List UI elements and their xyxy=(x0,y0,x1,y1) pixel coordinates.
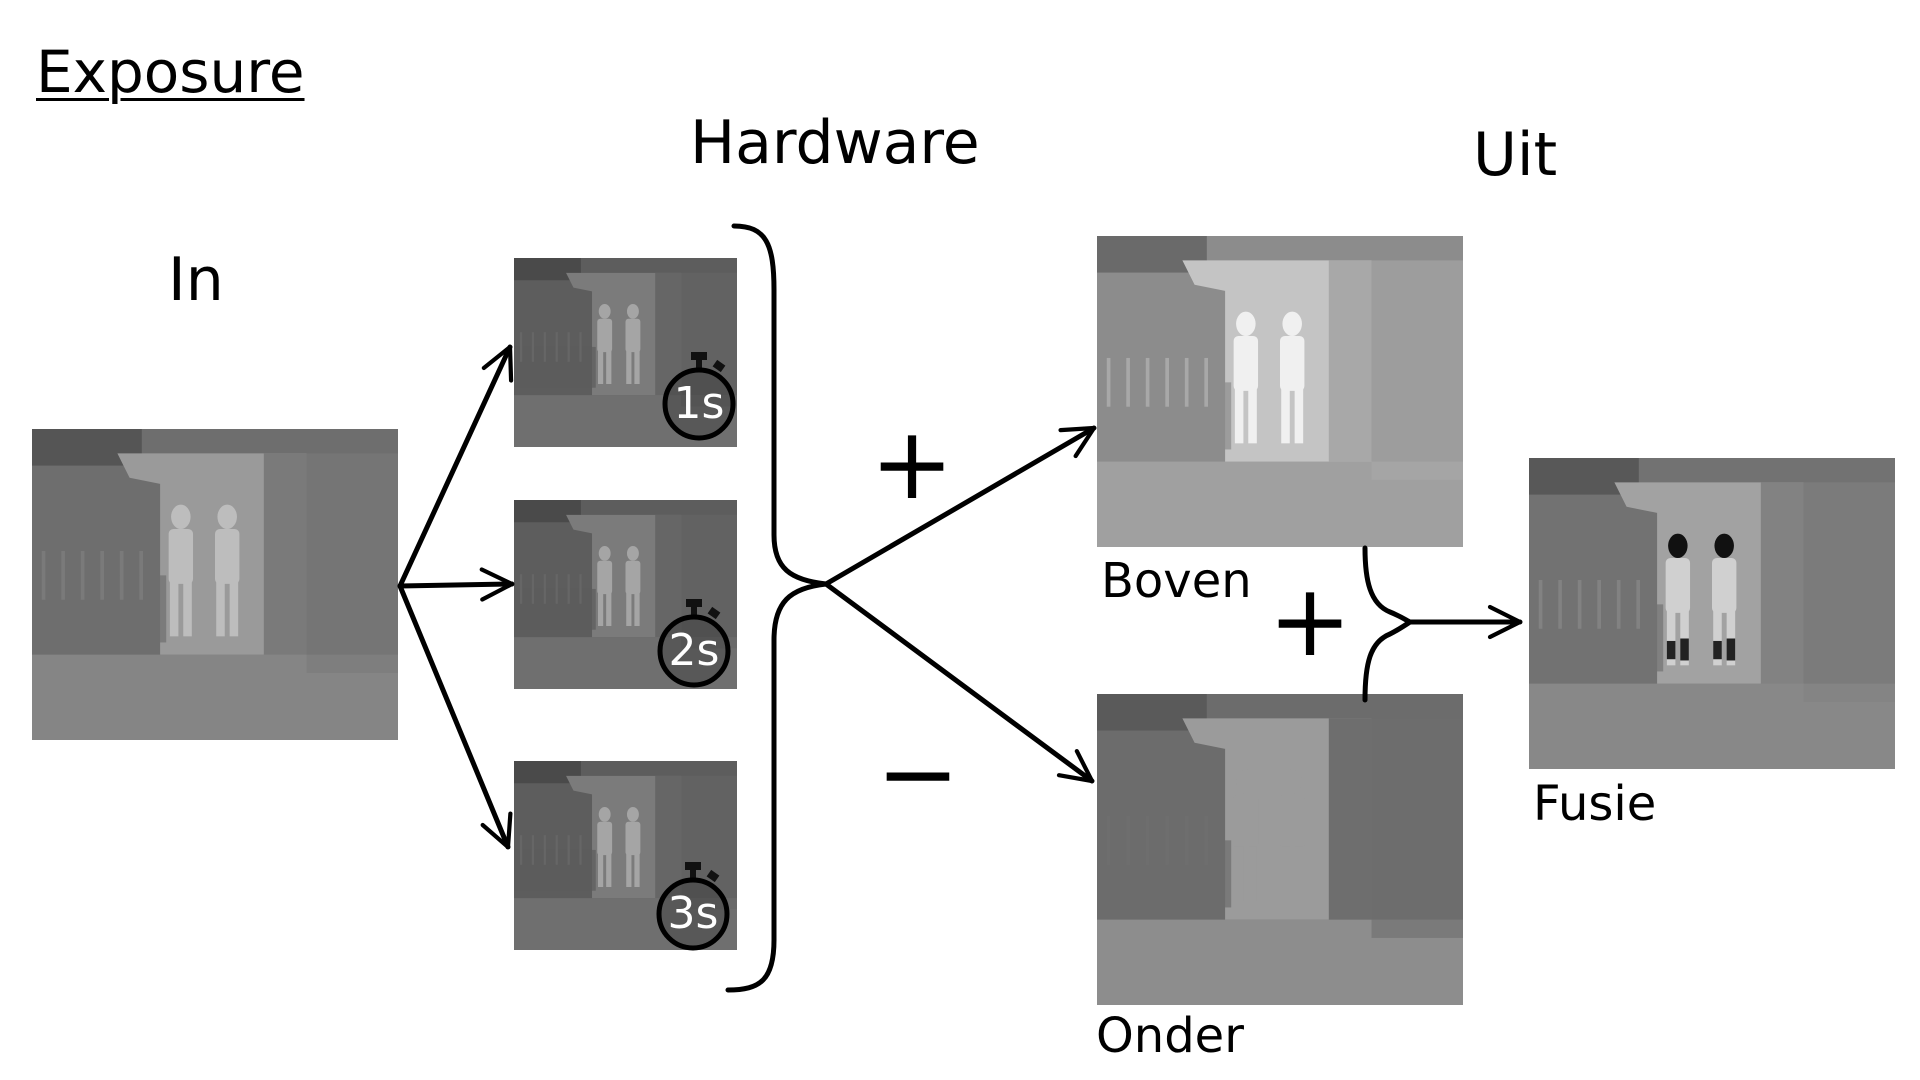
arrow-to-onder xyxy=(823,581,1095,784)
exposure-label: 3s xyxy=(668,888,719,939)
split-arrows xyxy=(397,344,515,850)
minus-operator: − xyxy=(876,715,960,832)
stopwatch-icon xyxy=(657,599,731,688)
arrow-to-boven xyxy=(823,425,1097,587)
exposure-3s-image xyxy=(514,761,737,950)
arrow-to-3s xyxy=(397,583,513,850)
exposure-2s-image xyxy=(514,500,737,689)
fusion-output-image xyxy=(1529,458,1895,769)
input-header: In xyxy=(168,245,224,315)
hardware-header: Hardware xyxy=(690,108,980,178)
exposure-label: 2s xyxy=(669,625,720,676)
lower-output-image xyxy=(1097,694,1463,1005)
stopwatch-icon xyxy=(662,352,736,441)
boven-caption: Boven xyxy=(1101,553,1252,609)
input-thermal-image xyxy=(32,429,398,740)
arrow-to-1s xyxy=(397,344,514,589)
fusion-brace xyxy=(1362,545,1415,703)
output-header: Uit xyxy=(1473,120,1558,190)
exposure-label: 1s xyxy=(674,378,725,429)
hardware-brace xyxy=(725,223,827,993)
stopwatch-2s: 2s xyxy=(657,599,731,688)
upper-output-image xyxy=(1097,236,1463,547)
plus-operator: + xyxy=(870,405,954,522)
fusie-caption: Fusie xyxy=(1533,776,1657,832)
stopwatch-icon xyxy=(656,862,730,951)
stopwatch-3s: 3s xyxy=(656,862,730,951)
arrow-to-2s xyxy=(397,567,515,602)
diagram-title: Exposure xyxy=(36,38,305,106)
exposure-1s-image xyxy=(514,258,737,447)
onder-caption: Onder xyxy=(1096,1008,1244,1064)
combine-plus-operator: + xyxy=(1268,562,1352,679)
stopwatch-1s: 1s xyxy=(662,352,736,441)
